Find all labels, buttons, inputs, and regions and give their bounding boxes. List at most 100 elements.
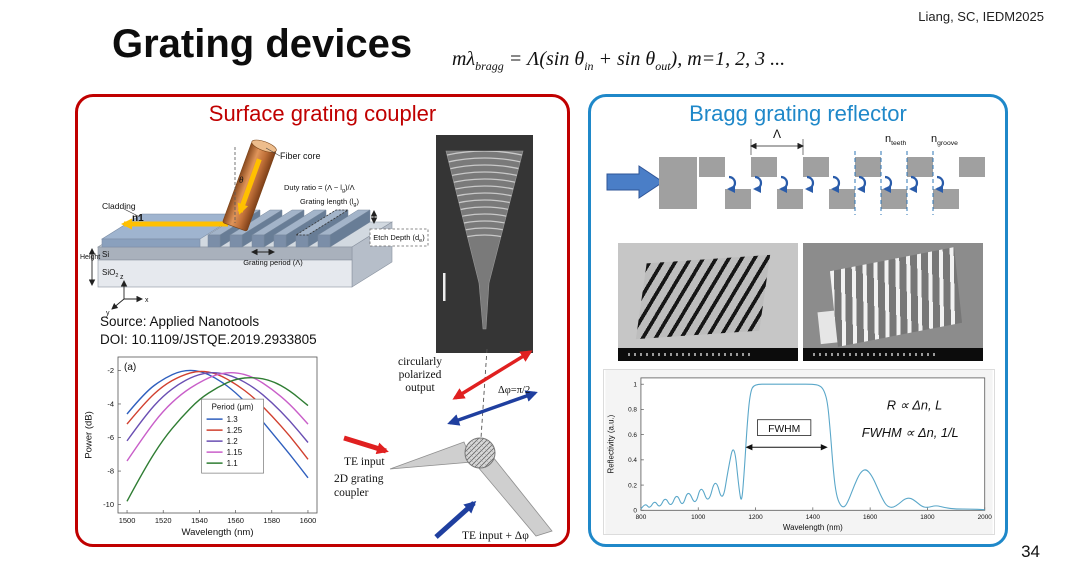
taper-shape: [445, 150, 524, 330]
svg-text:1.25: 1.25: [227, 426, 243, 435]
height-label: Height: [80, 254, 100, 261]
svg-text:1600: 1600: [863, 514, 878, 521]
bragg-grating-panel: Bragg grating reflector Λ: [588, 94, 1008, 547]
etch-depth-label: Etch Depth (de): [373, 233, 425, 244]
polarization-diagram: circularly polarized output Δφ=π/2 TE in…: [334, 348, 553, 542]
svg-text:1560: 1560: [227, 516, 244, 525]
grating-arcs: [446, 151, 523, 329]
svg-text:-10: -10: [103, 500, 114, 509]
source-line-2: DOI: 10.1109/JSTQE.2019.2933805: [100, 331, 317, 347]
right-panel-title: Bragg grating reflector: [689, 101, 907, 126]
coupler-label-line1: 2D grating: [334, 473, 384, 485]
svg-text:FWHM: FWHM: [768, 424, 800, 435]
svg-text:1200: 1200: [748, 514, 763, 521]
svg-text:1.15: 1.15: [227, 448, 243, 457]
sio2-label: SiO2: [102, 268, 118, 279]
source-text: Source: Applied Nanotools DOI: 10.1109/J…: [100, 313, 317, 348]
period-measure: [750, 139, 804, 155]
svg-text:1.2: 1.2: [227, 437, 239, 446]
output-label-line2: polarized: [399, 369, 442, 381]
svg-text:800: 800: [636, 514, 647, 521]
fiber-core-leader: [265, 147, 281, 157]
grating-length-label: Grating length (lg): [300, 197, 359, 208]
output-label-line1: circularly: [398, 356, 442, 368]
fiber: [222, 139, 277, 232]
svg-text:Period (μm): Period (μm): [212, 403, 254, 412]
sem-info-bar: [618, 348, 798, 361]
source-line-1: Source: Applied Nanotools: [100, 314, 260, 329]
input-light-arrow: [606, 165, 664, 199]
svg-text:-6: -6: [107, 433, 114, 442]
cladding-leader: [123, 208, 141, 218]
n-teeth-label: nteeth: [885, 133, 907, 148]
teeth-groove-dashed-lines: [854, 151, 934, 215]
axis-x-label: x: [145, 297, 149, 304]
sem-grating-3d-view: [803, 243, 983, 361]
sem-focusing-grating-coupler: [436, 135, 533, 353]
axes-triad: z x y: [106, 274, 149, 317]
si-layer: [97, 246, 353, 261]
slide-title: Grating devices: [112, 22, 413, 66]
cladding-front: [101, 238, 201, 248]
svg-text:(a): (a): [124, 362, 136, 373]
coupler-label-line2: coupler: [334, 487, 369, 499]
polarization-arrow-blue: [447, 390, 538, 426]
lambda-label: Λ: [773, 127, 781, 141]
svg-text:0.2: 0.2: [628, 482, 637, 489]
svg-text:Power (dB): Power (dB): [84, 411, 95, 459]
header-formula: mλbragg = Λ(sin θin + sin θout), m=1, 2,…: [452, 48, 786, 73]
svg-text:0.6: 0.6: [628, 432, 637, 439]
svg-text:0.8: 0.8: [628, 407, 637, 414]
fiber-core-label: Fiber core: [280, 151, 321, 161]
svg-text:-8: -8: [107, 467, 114, 476]
grating-period-label: Grating period (Λ): [243, 258, 303, 267]
te-input-dphi-arrow: [434, 500, 477, 539]
surface-grating-panel: Surface grating coupler θ: [75, 94, 570, 547]
scale-bar: [443, 273, 446, 301]
te-input-label: TE input: [344, 456, 385, 468]
coupler-mesh-region: [464, 437, 496, 469]
svg-text:1600: 1600: [300, 516, 317, 525]
svg-text:1540: 1540: [191, 516, 208, 525]
svg-text:1800: 1800: [920, 514, 935, 521]
svg-text:0.4: 0.4: [628, 457, 637, 464]
bragg-schematic: Λ: [606, 127, 985, 215]
grating-lines-pattern: [635, 254, 771, 340]
svg-text:1.1: 1.1: [227, 459, 239, 468]
duty-ratio-label: Duty ratio = (Λ − lg)/Λ: [284, 183, 355, 194]
reflection-arrows: [727, 175, 945, 193]
svg-text:-2: -2: [107, 366, 114, 375]
grating-length-selection: [294, 209, 350, 236]
polarization-arrow-red: [452, 350, 533, 400]
svg-text:2000: 2000: [978, 514, 993, 521]
svg-text:Reflectivity (a.u.): Reflectivity (a.u.): [606, 414, 615, 473]
axis-y-label: y: [106, 310, 110, 317]
coupler-arm-left: [389, 441, 473, 470]
svg-text:Wavelength (nm): Wavelength (nm): [783, 523, 843, 532]
svg-text:-4: -4: [107, 400, 114, 409]
si-label: Si: [102, 250, 109, 259]
sem-info-bar: [803, 348, 983, 361]
svg-text:0: 0: [633, 508, 637, 515]
svg-text:1580: 1580: [263, 516, 280, 525]
svg-text:1000: 1000: [691, 514, 706, 521]
te-input-dphi-label: TE input + Δφ: [462, 530, 529, 542]
sio2-layer: [97, 259, 353, 288]
output-label-line3: output: [405, 382, 435, 394]
grating-coupler-schematic: θ Cladding n1 Fiber core Height Si SiO2 …: [80, 139, 429, 317]
attribution-text: Liang, SC, IEDM2025: [918, 9, 1044, 24]
optical-axis-dashed-line: [480, 348, 488, 439]
svg-text:Wavelength (nm): Wavelength (nm): [182, 527, 254, 538]
cladding-label: Cladding: [102, 201, 136, 211]
n1-label: n1: [132, 213, 144, 224]
svg-text:FWHM ∝ Δn, 1/L: FWHM ∝ Δn, 1/L: [862, 425, 959, 440]
svg-text:1500: 1500: [119, 516, 136, 525]
n-groove-label: ngroove: [931, 133, 958, 148]
axis-z-label: z: [120, 274, 124, 281]
te-input-arrow: [343, 435, 389, 455]
theta-label: θ: [239, 175, 244, 185]
etch-depth-box: [369, 228, 429, 247]
fiber-light-arrow: [237, 158, 262, 215]
grating-comb-pattern: [829, 247, 963, 347]
